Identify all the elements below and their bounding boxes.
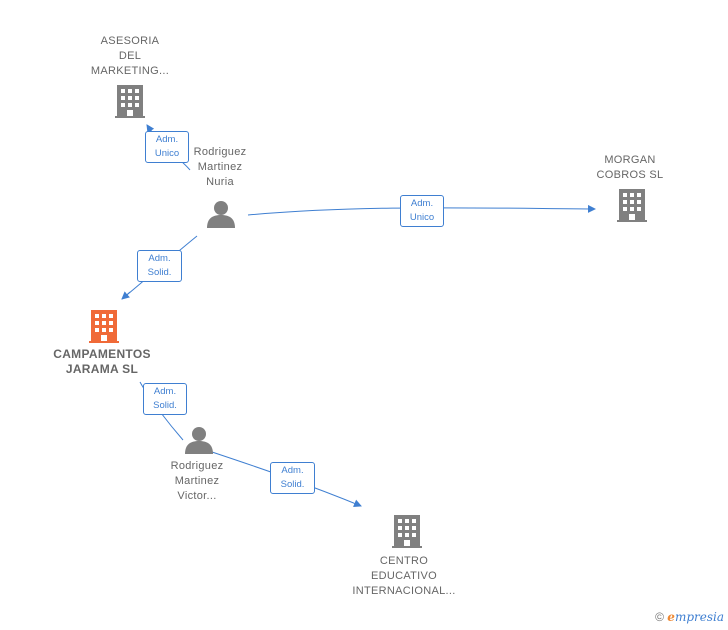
- node-label-morgan[interactable]: MORGAN COBROS SL: [596, 154, 664, 181]
- brand-logo: empresia: [667, 610, 724, 624]
- brand-logo-e: e: [667, 610, 675, 624]
- edge-badge-text: Adm. Solid.: [147, 253, 172, 278]
- person-icon[interactable]: [185, 427, 213, 454]
- edge-badge-nuria-asesoria: Adm. Unico: [145, 131, 189, 163]
- copyright-symbol: ©: [655, 610, 664, 624]
- person-icon[interactable]: [207, 201, 235, 228]
- node-label-victor[interactable]: Rodriguez Martinez Victor...: [170, 460, 224, 502]
- building-icon[interactable]: [115, 85, 145, 118]
- node-label-nuria[interactable]: Rodriguez Martinez Nuria: [193, 146, 247, 188]
- edge-badge-victor-campamentos: Adm. Solid.: [143, 383, 187, 415]
- node-label-asesoria[interactable]: ASESORIA DEL MARKETING...: [90, 35, 170, 77]
- node-label-centro[interactable]: CENTRO EDUCATIVO INTERNACIONAL...: [352, 555, 456, 597]
- node-label-campamentos[interactable]: CAMPAMENTOS JARAMA SL: [53, 347, 151, 376]
- edge-badge-victor-centro: Adm. Solid.: [270, 462, 315, 494]
- brand-logo-text: mpresia: [674, 610, 724, 624]
- building-icon[interactable]: [617, 189, 647, 222]
- edge-badge-nuria-campamentos: Adm. Solid.: [137, 250, 182, 282]
- building-icon[interactable]: [392, 515, 422, 548]
- edge-badge-text: Adm. Unico: [154, 134, 180, 159]
- edge-badge-text: Adm. Solid.: [153, 386, 177, 411]
- edge-nuria-campamentos-head: [121, 291, 131, 300]
- building-icon-main[interactable]: [89, 310, 119, 343]
- edge-badge-text: Adm. Solid.: [280, 465, 305, 490]
- footer-brand: © empresia: [655, 610, 724, 624]
- edge-badge-nuria-morgan: Adm. Unico: [400, 195, 444, 227]
- edge-badge-text: Adm. Unico: [409, 198, 435, 223]
